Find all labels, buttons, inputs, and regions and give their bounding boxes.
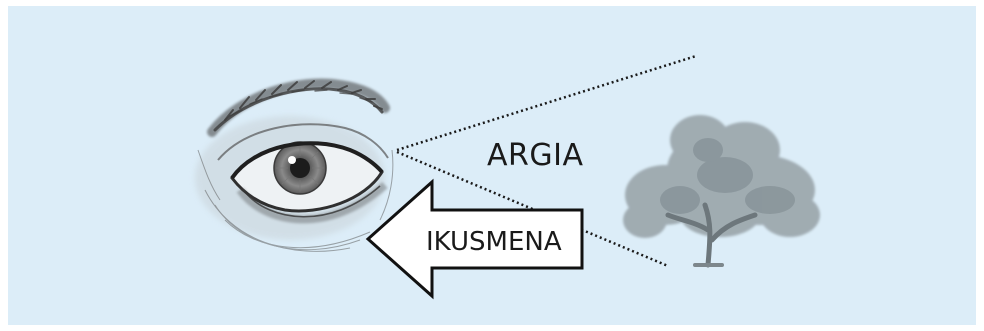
sight-line-upper [397, 56, 696, 150]
vision-label: IKUSMENA [426, 227, 562, 257]
eye-sketch-icon [195, 81, 393, 251]
light-label: ARGIA [487, 138, 583, 173]
tree-sketch-icon [623, 115, 820, 265]
